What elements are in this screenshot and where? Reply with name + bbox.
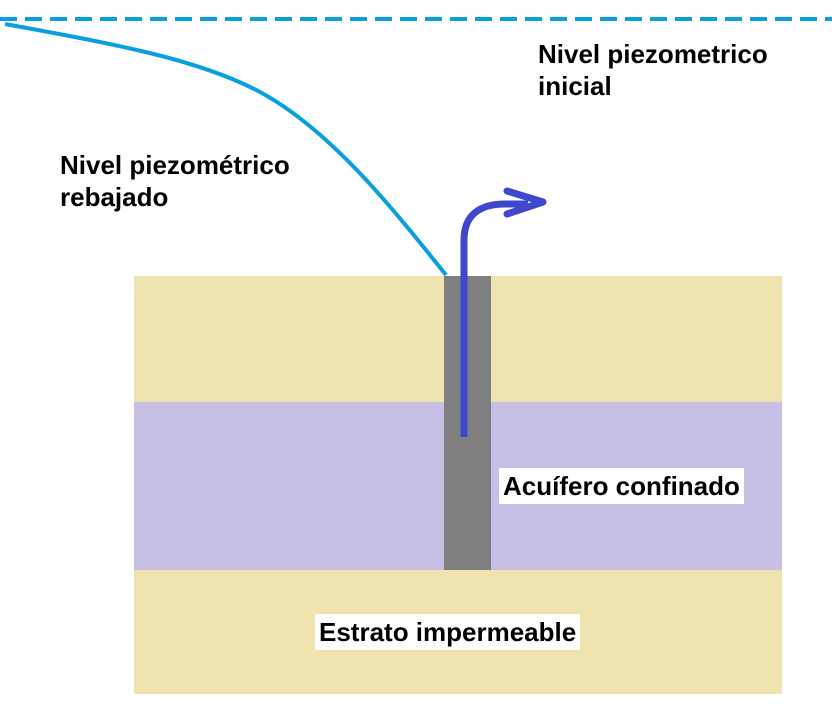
initial-level-label-line2: inicial (538, 71, 612, 101)
lowered-level-label: Nivel piezométrico rebajado (60, 149, 290, 213)
initial-level-label-line1: Nivel piezometrico (538, 39, 768, 69)
lowered-piezometric-level-curve (4, 22, 448, 277)
lowered-level-label-line2: rebajado (60, 182, 169, 212)
flow-arrow-head (503, 187, 547, 218)
aquifer-label: Acuífero confinado (499, 468, 744, 504)
lowered-level-label-line1: Nivel piezométrico (60, 150, 290, 180)
initial-level-label: Nivel piezometrico inicial (538, 38, 768, 102)
flow-arrow (460, 200, 528, 437)
impermeable-label: Estrato impermeable (315, 614, 581, 650)
